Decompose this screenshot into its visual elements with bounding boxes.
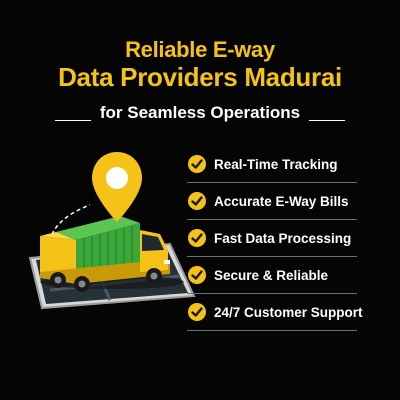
feature-item: Secure & Reliable [187,257,357,294]
subheadline: for Seamless Operations [0,103,400,123]
check-icon [188,303,206,321]
headline-line-1: Reliable E-way [125,37,275,62]
check-icon [188,266,206,284]
feature-list: Real-Time Tracking Accurate E-Way Bills … [187,146,363,331]
truck-icon [40,216,184,292]
feature-label: Fast Data Processing [214,230,352,246]
left-rule [54,119,91,121]
feature-item: Accurate E-Way Bills [187,183,357,220]
check-icon [188,155,206,173]
feature-label: Secure & Reliable [214,267,329,283]
feature-label: 24/7 Customer Support [214,304,363,320]
feature-item: Real-Time Tracking [187,146,357,183]
feature-label: Real-Time Tracking [214,156,338,172]
delivery-illustration [28,152,196,310]
check-icon [188,229,206,247]
check-icon [188,192,206,210]
feature-item: 24/7 Customer Support [187,294,363,331]
right-rule [309,119,346,121]
feature-label: Accurate E-Way Bills [214,193,349,209]
headline-line-2: Data Providers Madurai [58,62,342,92]
subheadline-text: for Seamless Operations [99,103,301,122]
location-pin-icon [92,152,142,222]
feature-item: Fast Data Processing [187,220,357,257]
